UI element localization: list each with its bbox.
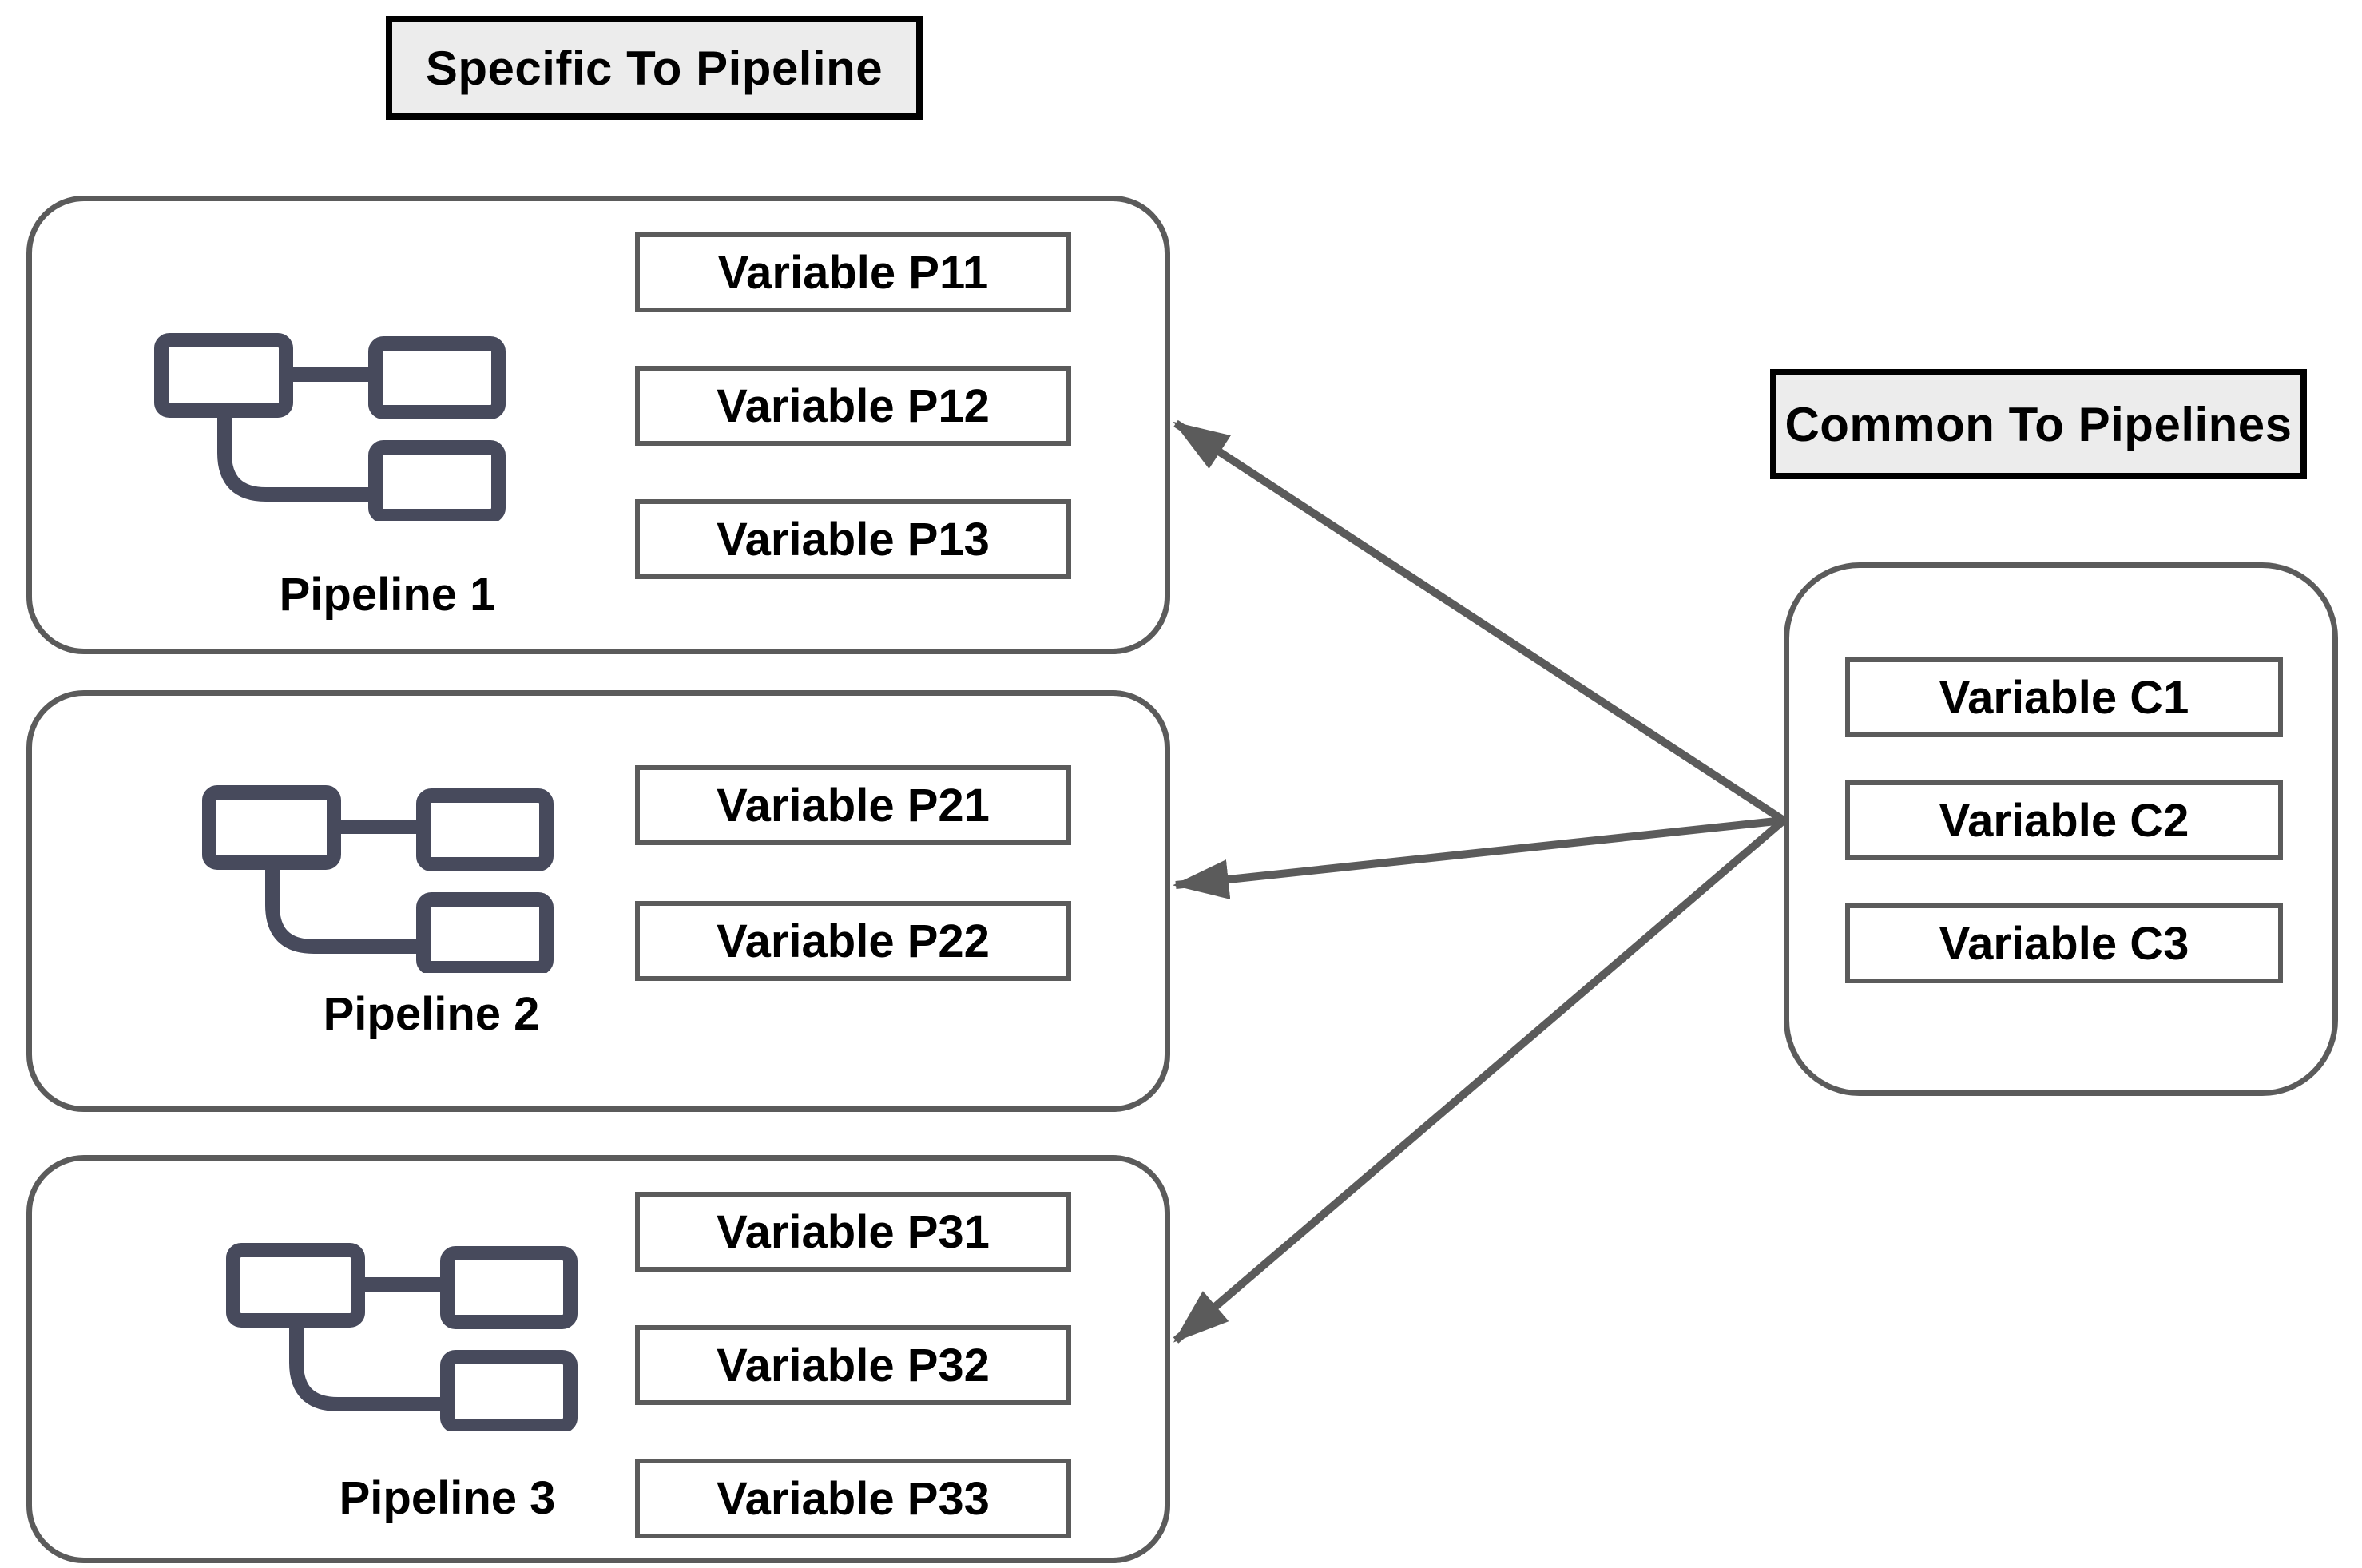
variable-box-p33: Variable P33 <box>635 1459 1071 1538</box>
variable-p33-label: Variable P33 <box>717 1472 990 1525</box>
variable-box-p21: Variable P21 <box>635 765 1071 845</box>
variable-p22-label: Variable P22 <box>717 915 990 967</box>
pipeline-2-label: Pipeline 2 <box>323 988 540 1040</box>
arrow-common-to-pipeline-2 <box>1173 816 1784 899</box>
arrow-common-to-pipeline-1 <box>1173 419 1786 824</box>
variable-p12-label: Variable P12 <box>717 379 990 432</box>
workflow-icon <box>226 1243 578 1433</box>
variable-box-c1: Variable C1 <box>1845 657 2283 737</box>
variable-p32-label: Variable P32 <box>717 1339 990 1391</box>
variable-box-p11: Variable P11 <box>635 232 1071 312</box>
variable-p11-label: Variable P11 <box>717 246 989 299</box>
variable-box-c2: Variable C2 <box>1845 780 2283 860</box>
variable-box-p32: Variable P32 <box>635 1325 1071 1405</box>
variable-box-p12: Variable P12 <box>635 366 1071 446</box>
variable-p21-label: Variable P21 <box>717 779 990 832</box>
workflow-icon <box>154 333 506 523</box>
arrow-common-to-pipeline-3 <box>1173 817 1787 1344</box>
heading-common-to-pipelines: Common To Pipelines <box>1770 369 2307 479</box>
pipeline-1-label: Pipeline 1 <box>279 569 496 621</box>
variable-box-p22: Variable P22 <box>635 901 1071 981</box>
heading-specific-to-pipeline: Specific To Pipeline <box>386 16 923 120</box>
pipeline-3-label: Pipeline 3 <box>339 1472 556 1524</box>
variable-c2-label: Variable C2 <box>1939 794 2189 847</box>
heading-common-label: Common To Pipelines <box>1784 397 2293 451</box>
variable-box-p13: Variable P13 <box>635 499 1071 579</box>
variable-c1-label: Variable C1 <box>1939 671 2189 724</box>
workflow-icon <box>202 785 554 975</box>
variable-p13-label: Variable P13 <box>717 513 990 566</box>
variable-c3-label: Variable C3 <box>1939 917 2189 970</box>
variable-box-p31: Variable P31 <box>635 1192 1071 1272</box>
variable-box-c3: Variable C3 <box>1845 903 2283 983</box>
variable-p31-label: Variable P31 <box>717 1205 990 1258</box>
heading-specific-label: Specific To Pipeline <box>425 41 883 95</box>
